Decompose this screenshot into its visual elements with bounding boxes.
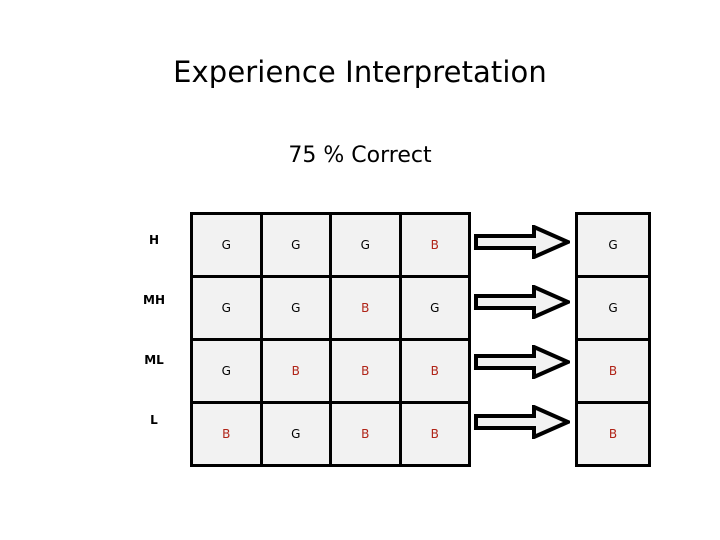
slide-subtitle: 75 % Correct	[288, 143, 432, 168]
right-arrow-icon	[474, 285, 570, 319]
matrix-cell: B	[190, 401, 263, 467]
matrix-cell: G	[398, 275, 471, 341]
matrix-cell: G	[259, 275, 332, 341]
right-arrow-icon	[474, 345, 570, 379]
row-label-ml: ML	[144, 353, 164, 367]
matrix-cell: B	[329, 275, 402, 341]
cell-value: B	[361, 427, 370, 441]
matrix-cell: G	[329, 212, 402, 278]
cell-value: G	[291, 238, 301, 252]
result-cell: B	[575, 401, 651, 467]
cell-value: B	[361, 301, 370, 315]
table-row: G G B G	[190, 275, 471, 341]
cell-value: B	[222, 427, 231, 441]
table-row: B	[575, 401, 651, 467]
matrix-cell: B	[398, 338, 471, 404]
cell-value: B	[430, 364, 439, 378]
table-row: G	[575, 212, 651, 278]
row-label-h: H	[148, 233, 160, 247]
right-arrow-icon	[474, 405, 570, 439]
cell-value: G	[608, 301, 618, 315]
matrix-cell: B	[398, 401, 471, 467]
right-arrow-icon	[474, 225, 570, 259]
table-row: G	[575, 275, 651, 341]
cell-value: B	[430, 238, 439, 252]
result-column: G G B B	[575, 212, 651, 467]
result-cell: G	[575, 275, 651, 341]
result-cell: G	[575, 212, 651, 278]
table-row: B G B B	[190, 401, 471, 467]
cell-value: G	[430, 301, 440, 315]
experience-matrix: G G G B G G B G G B B B B G B B	[190, 212, 471, 467]
cell-value: G	[608, 238, 618, 252]
cell-value: B	[430, 427, 439, 441]
row-label-mh: MH	[143, 293, 165, 307]
matrix-cell: B	[329, 401, 402, 467]
page-title: Experience Interpretation	[173, 55, 547, 89]
cell-value: G	[291, 301, 301, 315]
matrix-cell: B	[259, 338, 332, 404]
result-cell: B	[575, 338, 651, 404]
matrix-cell: G	[259, 401, 332, 467]
matrix-cell: G	[190, 212, 263, 278]
matrix-cell: B	[398, 212, 471, 278]
cell-value: G	[221, 301, 231, 315]
cell-value: G	[291, 427, 301, 441]
cell-value: B	[608, 427, 618, 441]
matrix-cell: G	[190, 275, 263, 341]
table-row: B	[575, 338, 651, 404]
cell-value: G	[221, 364, 231, 378]
table-row: G B B B	[190, 338, 471, 404]
matrix-cell: G	[190, 338, 263, 404]
table-row: G G G B	[190, 212, 471, 278]
cell-value: B	[291, 364, 300, 378]
cell-value: B	[608, 364, 618, 378]
cell-value: G	[221, 238, 231, 252]
cell-value: B	[361, 364, 370, 378]
matrix-cell: B	[329, 338, 402, 404]
matrix-cell: G	[259, 212, 332, 278]
row-label-l: L	[150, 413, 158, 427]
cell-value: G	[360, 238, 370, 252]
